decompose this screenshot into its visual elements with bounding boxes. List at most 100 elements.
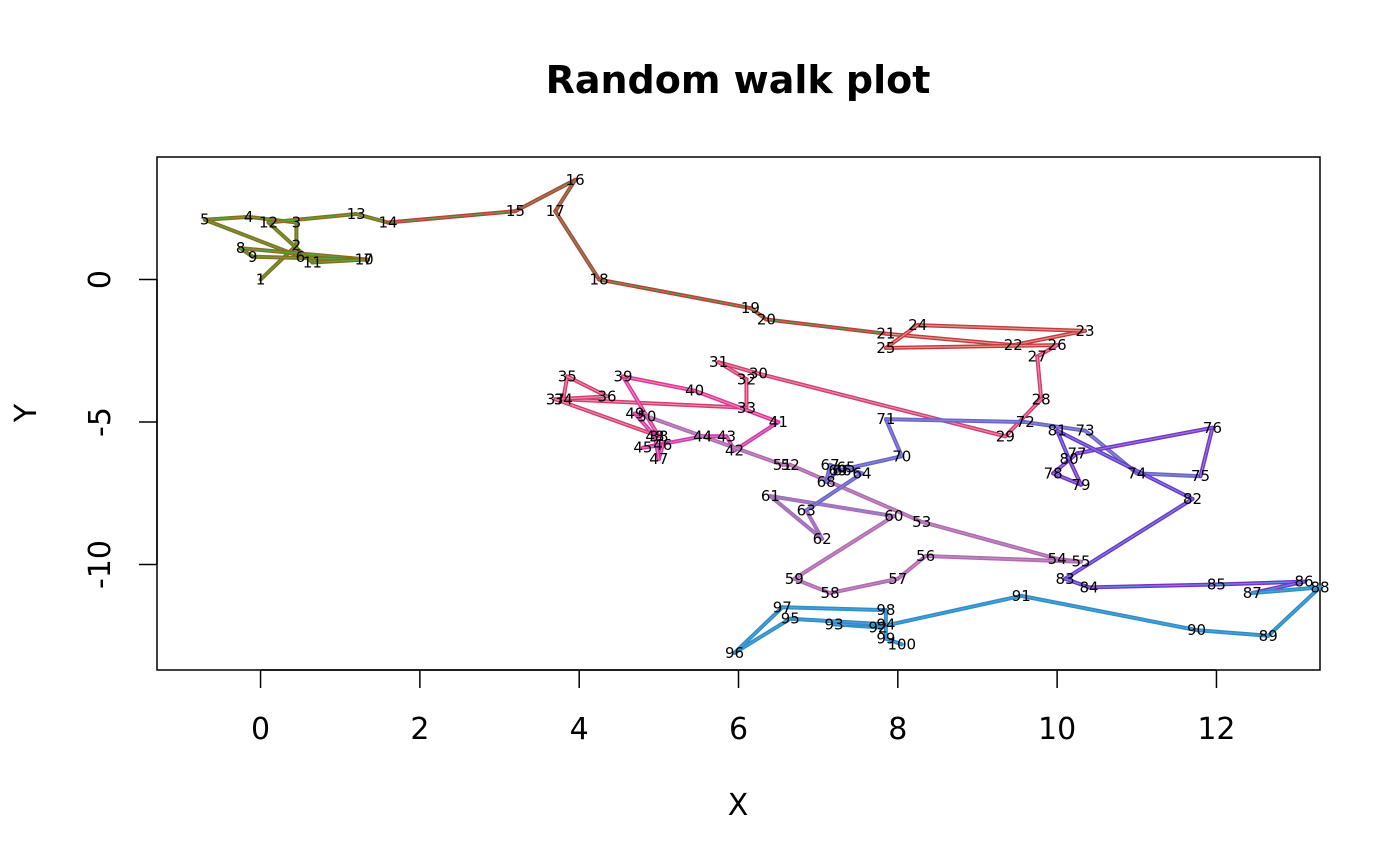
walk-segment (565, 374, 610, 399)
walk-segment (1086, 582, 1219, 590)
point-label: 28 (1032, 390, 1051, 408)
point-label: 63 (797, 501, 816, 519)
y-axis: 0-5-10 (83, 270, 158, 589)
walk-segment (652, 434, 661, 462)
walk-segment (1063, 576, 1091, 590)
x-tick-label: 6 (729, 712, 748, 747)
point-label: 4 (244, 208, 254, 226)
point-label: 7 (363, 251, 373, 269)
walk-segment (883, 417, 1028, 425)
walk-segment (266, 212, 359, 225)
walk-segment (883, 331, 1016, 348)
point-label: 10 (355, 251, 374, 269)
walk-segment (883, 417, 904, 459)
walk-segment (883, 323, 920, 350)
point-label: 98 (876, 601, 895, 619)
walk-segment (1266, 585, 1322, 638)
point-label: 68 (817, 473, 836, 491)
point-label: 24 (908, 316, 927, 334)
walk-segment (748, 306, 769, 322)
point-label: 48 (645, 427, 664, 445)
point-label: 93 (825, 615, 844, 633)
walk-segment (553, 177, 578, 214)
walk-segment (895, 554, 928, 581)
point-label: 27 (1028, 348, 1047, 366)
walk-segment (792, 576, 833, 596)
point-label: 30 (749, 365, 768, 383)
point-label: 75 (1191, 467, 1210, 485)
point-label: 85 (1207, 576, 1226, 594)
x-tick-label: 8 (888, 712, 907, 747)
walk-segment (386, 209, 518, 225)
walk-segment (716, 360, 749, 382)
point-label: 22 (1004, 336, 1023, 354)
walk-segment (1194, 628, 1271, 638)
point-label: 2 (292, 236, 302, 254)
point-label: 19 (741, 299, 760, 317)
point-label: 74 (1127, 464, 1146, 482)
point-label: 73 (1075, 422, 1094, 440)
walk-segment (780, 605, 888, 613)
walk-segment (354, 212, 391, 225)
point-label: 35 (558, 367, 577, 385)
walk-segment (310, 257, 367, 265)
walk-segment (620, 374, 661, 439)
point-label: 14 (378, 214, 397, 232)
walk-segment (788, 462, 924, 524)
point-label: 21 (876, 325, 895, 343)
point-label: 84 (1079, 578, 1098, 596)
point-label: 13 (347, 205, 366, 223)
walk-segment (804, 508, 825, 541)
walk-segment (640, 442, 665, 450)
walk-segment (1011, 328, 1088, 348)
point-label: 46 (653, 436, 672, 454)
y-tick-label: -10 (83, 540, 118, 589)
point-label: 54 (1048, 550, 1067, 568)
walk-segment (792, 514, 896, 581)
point-label: 59 (785, 570, 804, 588)
point-label: 57 (888, 570, 907, 588)
point-label: 78 (1044, 464, 1063, 482)
point-label: 26 (1048, 336, 1067, 354)
walk-segment (1051, 471, 1084, 487)
point-label: 40 (685, 382, 704, 400)
walk-segment (756, 371, 1008, 439)
walk-segment (828, 576, 900, 596)
point-label: 38 (649, 427, 668, 445)
point-label: 100 (887, 635, 916, 653)
point-label: 8 (236, 239, 246, 257)
point-label: 94 (876, 615, 895, 633)
point-label: 11 (303, 253, 322, 271)
walk-segment (1055, 428, 1072, 462)
point-label: 91 (1012, 587, 1031, 605)
walk-segment (553, 209, 602, 282)
point-label: 58 (821, 584, 840, 602)
point-label: 72 (1016, 413, 1035, 431)
walk-segment (883, 343, 1060, 350)
walk-segment (1214, 579, 1307, 587)
point-label: 79 (1071, 476, 1090, 494)
walk-segment (804, 471, 864, 513)
walk-segment (632, 411, 649, 419)
point-label: 97 (773, 598, 792, 616)
point-label: 34 (554, 390, 573, 408)
point-label: 81 (1048, 422, 1067, 440)
point-label: 70 (892, 447, 911, 465)
point-label: 18 (590, 271, 609, 289)
walk-segment (553, 394, 610, 402)
x-tick-label: 12 (1197, 712, 1235, 747)
x-tick-label: 10 (1038, 712, 1076, 747)
x-tick-label: 0 (251, 712, 270, 747)
point-label: 67 (821, 456, 840, 474)
walk-segment (732, 420, 781, 453)
walk-segment (1003, 397, 1044, 439)
point-label: 43 (717, 427, 736, 445)
walk-segment (768, 494, 825, 541)
point-label: 1 (256, 271, 266, 289)
point-label: 99 (876, 630, 895, 648)
point-label: 69 (829, 462, 848, 480)
walk-segment (1019, 593, 1199, 633)
point-label: 12 (259, 214, 278, 232)
point-label: 29 (996, 427, 1015, 445)
